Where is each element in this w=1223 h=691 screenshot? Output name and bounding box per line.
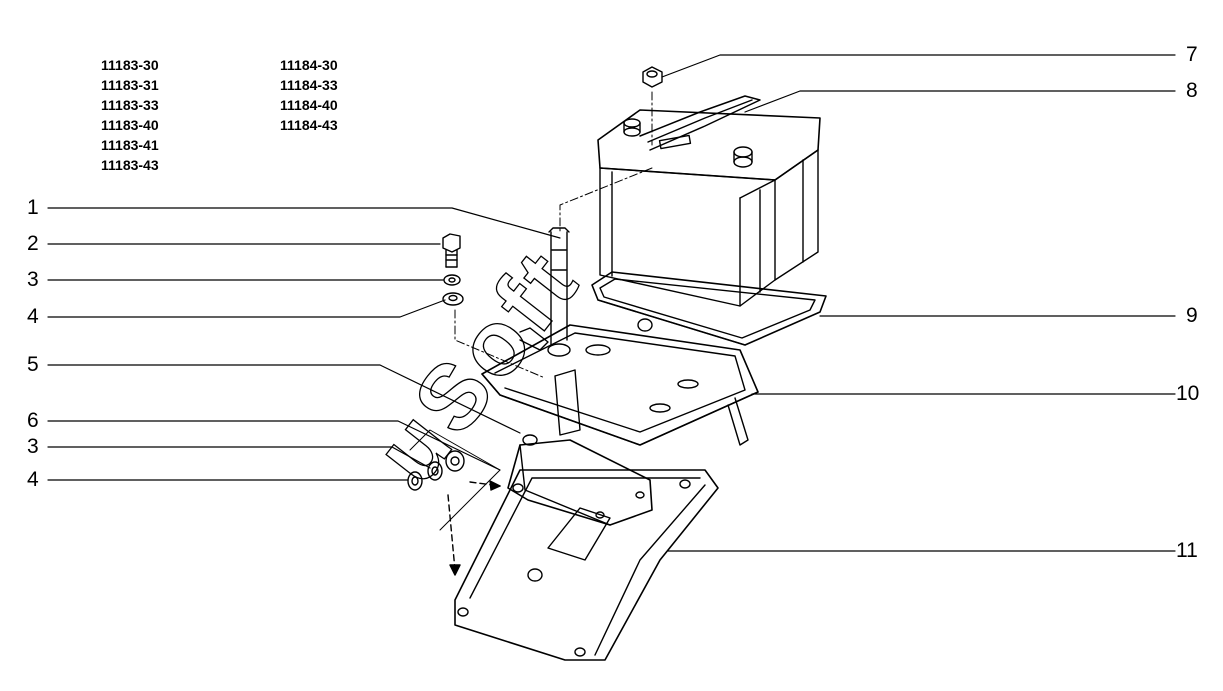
model-code: 11183-40 <box>101 117 159 133</box>
callout-9: 9 <box>1186 304 1198 327</box>
leader-7 <box>661 54 1176 78</box>
tray-pad <box>591 271 827 346</box>
washer-4a <box>442 292 464 306</box>
model-code: 11184-40 <box>280 97 338 113</box>
model-list-right: 11184-30 11184-33 11184-40 11184-43 <box>280 55 338 135</box>
callout-4: 4 <box>27 305 39 328</box>
model-code: 11183-41 <box>101 137 159 153</box>
leader-1 <box>47 207 561 239</box>
callout-2: 2 <box>27 232 39 255</box>
leader-3b <box>47 446 431 469</box>
model-list-left: 11183-30 11183-31 11183-33 11183-40 1118… <box>101 55 159 175</box>
model-code: 11184-30 <box>280 57 338 73</box>
leader-5 <box>47 364 521 434</box>
leader-8 <box>744 90 1176 113</box>
callout-7: 7 <box>1186 43 1198 66</box>
callout-3: 3 <box>27 268 39 291</box>
leader-4a <box>47 299 446 318</box>
center-lines <box>454 91 653 379</box>
callout-3-lower: 3 <box>27 435 39 458</box>
support-plate <box>481 227 759 446</box>
callout-4-lower: 4 <box>27 468 39 491</box>
callout-1: 1 <box>27 196 39 219</box>
model-code: 11183-33 <box>101 97 159 113</box>
fastener-group-lower <box>407 429 501 576</box>
bolt-2 <box>442 233 461 268</box>
callout-8: 8 <box>1186 79 1198 102</box>
nut-7 <box>642 66 663 88</box>
battery <box>597 95 821 307</box>
callout-5: 5 <box>27 353 39 376</box>
model-code: 11183-30 <box>101 57 159 73</box>
washer-3a <box>443 274 461 286</box>
model-code: 11183-31 <box>101 77 159 93</box>
model-code: 11184-33 <box>280 77 338 93</box>
callout-11: 11 <box>1176 539 1198 562</box>
leader-lines <box>47 54 1176 552</box>
mounting-bracket <box>454 434 719 661</box>
callout-10: 10 <box>1176 382 1200 405</box>
model-code: 11183-43 <box>101 157 159 173</box>
callout-6: 6 <box>27 409 39 432</box>
model-code: 11184-43 <box>280 117 338 133</box>
leader-6 <box>47 420 501 471</box>
